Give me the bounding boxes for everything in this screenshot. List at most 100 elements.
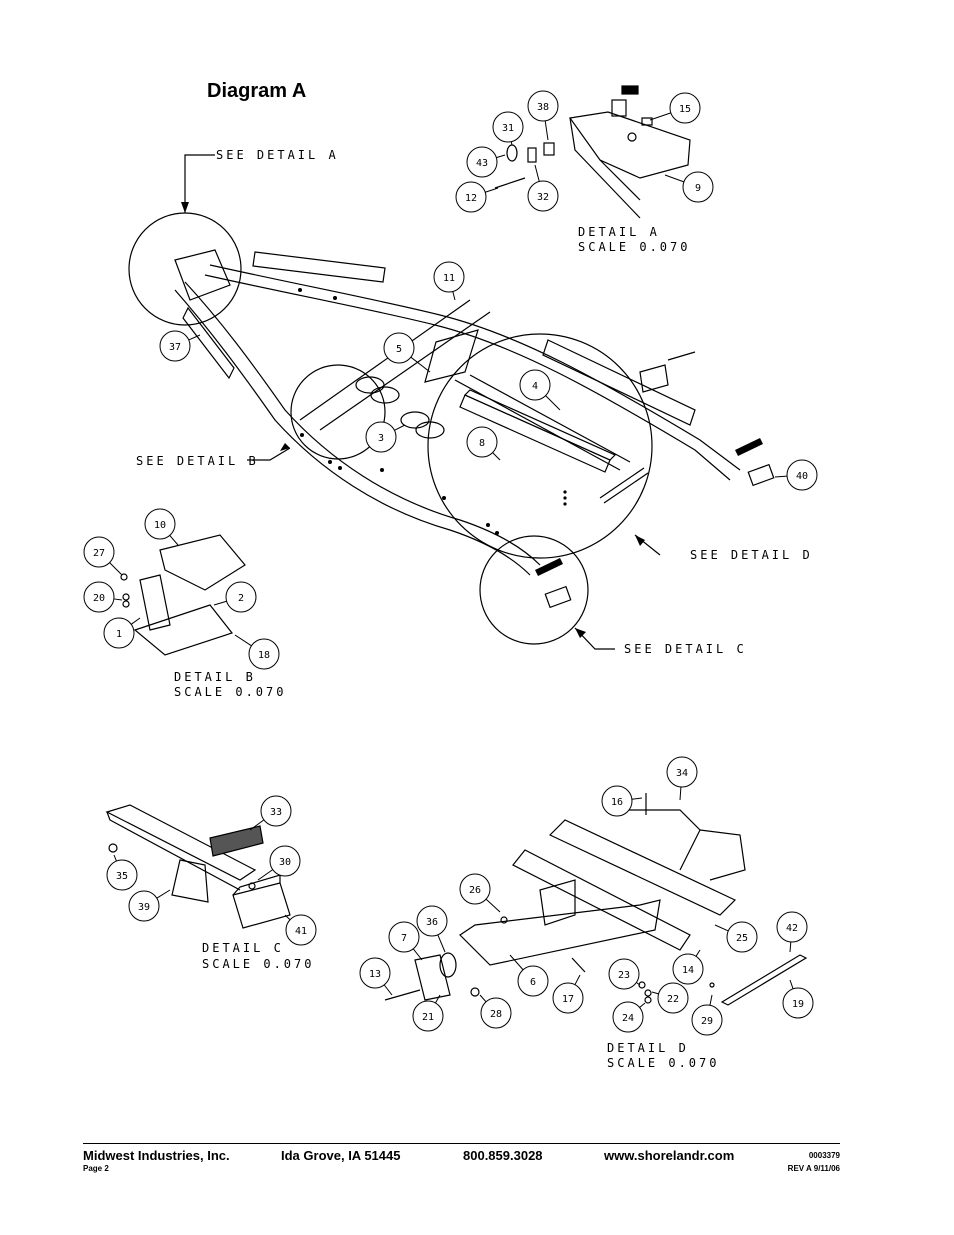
part-balloon-23 (608, 958, 641, 990)
part-balloon-27 (83, 536, 123, 576)
detail-c-title: DETAIL C (202, 941, 284, 955)
detail-d-drawing (384, 793, 808, 1006)
part-number-14: 14 (682, 965, 694, 976)
part-number-2: 2 (238, 593, 244, 604)
part-number-1: 1 (116, 629, 122, 640)
part-number-39: 39 (138, 902, 150, 913)
detail-c-drawing (105, 804, 291, 929)
part-balloon-15 (649, 92, 701, 124)
part-balloon-28 (479, 994, 512, 1029)
footer-doc-number: 0003379 (808, 1151, 840, 1160)
part-number-34: 34 (676, 768, 688, 779)
part-number-27: 27 (93, 548, 105, 559)
detail-c-scale: SCALE 0.070 (202, 957, 314, 971)
detail-a-drawing (494, 85, 691, 219)
part-number-40: 40 (796, 471, 808, 482)
part-number-29: 29 (701, 1016, 713, 1027)
footer-phone: 800.859.3028 (463, 1148, 543, 1163)
part-balloon-16 (601, 785, 643, 817)
see-detail-c-label: SEE DETAIL C (624, 642, 747, 656)
detail-a-title: DETAIL A (578, 225, 660, 239)
part-balloon-35 (106, 854, 138, 891)
detail-d-title: DETAIL D (607, 1041, 689, 1055)
part-number-6: 6 (530, 977, 536, 988)
detail-a-scale: SCALE 0.070 (578, 240, 690, 254)
part-number-35: 35 (116, 871, 128, 882)
part-balloon-5 (383, 332, 431, 373)
detail-c-circle (479, 535, 589, 645)
part-number-16: 16 (611, 797, 623, 808)
diagram-title: Diagram A (207, 80, 307, 102)
part-number-43: 43 (476, 158, 488, 169)
part-balloon-18 (234, 634, 280, 670)
part-number-38: 38 (537, 102, 549, 113)
see-detail-d-label: SEE DETAIL D (690, 548, 813, 562)
part-number-23: 23 (618, 970, 630, 981)
part-number-10: 10 (154, 520, 166, 531)
part-number-42: 42 (786, 923, 798, 934)
part-balloon-9 (664, 171, 714, 203)
part-number-11: 11 (443, 273, 455, 284)
detail-d-circle (427, 333, 653, 559)
part-balloon-29 (691, 994, 723, 1036)
part-number-36: 36 (426, 917, 438, 928)
part-number-7: 7 (401, 933, 407, 944)
part-balloon-3 (365, 421, 406, 453)
part-number-9: 9 (695, 183, 701, 194)
part-balloon-38 (527, 90, 559, 141)
part-balloon-4 (519, 369, 561, 411)
part-balloon-32 (527, 164, 559, 212)
see-detail-a-label: SEE DETAIL A (216, 148, 339, 162)
part-number-28: 28 (490, 1009, 502, 1020)
detail-b-title: DETAIL B (174, 670, 256, 684)
part-balloon-22 (651, 982, 689, 1014)
part-balloon-20 (83, 581, 123, 613)
part-balloon-42 (776, 911, 808, 953)
footer-rule (83, 1143, 840, 1144)
part-balloon-36 (416, 905, 448, 953)
footer-website[interactable]: www.shorelandr.com (604, 1148, 735, 1163)
part-balloon-25 (714, 921, 758, 953)
part-number-13: 13 (369, 969, 381, 980)
part-number-19: 19 (792, 999, 804, 1010)
part-balloon-31 (492, 111, 524, 146)
part-balloon-17 (552, 974, 584, 1014)
part-number-41: 41 (295, 926, 307, 937)
part-number-3: 3 (378, 433, 384, 444)
part-number-18: 18 (258, 650, 270, 661)
detail-b-scale: SCALE 0.070 (174, 685, 286, 699)
part-number-5: 5 (396, 344, 402, 355)
detail-b-circle (290, 364, 386, 460)
part-number-15: 15 (679, 104, 691, 115)
part-balloon-7 (388, 921, 423, 961)
part-balloon-8 (466, 426, 501, 461)
part-balloon-41 (284, 914, 317, 946)
see-detail-b-label: SEE DETAIL B (136, 454, 259, 468)
footer-revision: REV A 9/11/06 (787, 1164, 840, 1173)
footer-location: Ida Grove, IA 51445 (281, 1148, 401, 1163)
part-number-4: 4 (532, 381, 538, 392)
part-number-25: 25 (736, 933, 748, 944)
part-number-21: 21 (422, 1012, 434, 1023)
part-number-20: 20 (93, 593, 105, 604)
footer-company: Midwest Industries, Inc. (83, 1148, 230, 1163)
part-balloon-34 (666, 756, 698, 801)
part-balloon-21 (412, 994, 444, 1032)
part-balloon-19 (782, 979, 814, 1019)
part-balloon-13 (359, 957, 393, 996)
detail-b-drawing (120, 534, 246, 656)
part-number-37: 37 (169, 342, 181, 353)
part-balloon-39 (128, 889, 171, 922)
part-balloon-43 (466, 146, 506, 178)
part-number-8: 8 (479, 438, 485, 449)
part-balloon-37 (159, 330, 201, 362)
part-balloon-10 (144, 508, 179, 546)
part-number-30: 30 (279, 857, 291, 868)
part-number-12: 12 (465, 193, 477, 204)
part-number-31: 31 (502, 123, 514, 134)
part-number-24: 24 (622, 1013, 634, 1024)
part-number-22: 22 (667, 994, 679, 1005)
part-number-33: 33 (270, 807, 282, 818)
part-number-17: 17 (562, 994, 574, 1005)
